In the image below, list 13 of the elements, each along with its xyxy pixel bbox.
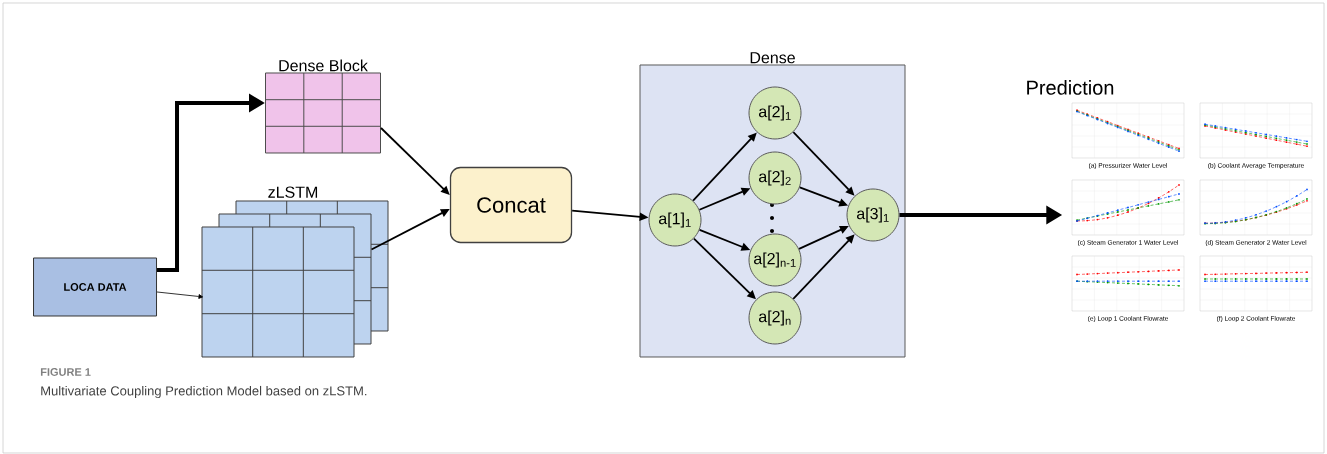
dense-block-grid: Dense Block	[265, 59, 381, 154]
arrow	[792, 234, 855, 300]
arrow	[156, 291, 204, 299]
lstm-stack: zLSTM	[201, 186, 389, 358]
concat-box: Concat	[449, 166, 573, 244]
arrow	[380, 127, 450, 195]
figure-number: FIGURE 1	[40, 368, 91, 376]
figure-caption: Multivariate Coupling Prediction Model based on zLSTM.	[41, 385, 367, 399]
node-label: Dense	[750, 52, 795, 64]
data-box: LOCA DATA	[33, 257, 157, 317]
node-label: Dense Block	[279, 59, 368, 72]
prediction-heading: Prediction	[1027, 80, 1114, 95]
node-label: zLSTM	[268, 186, 318, 198]
